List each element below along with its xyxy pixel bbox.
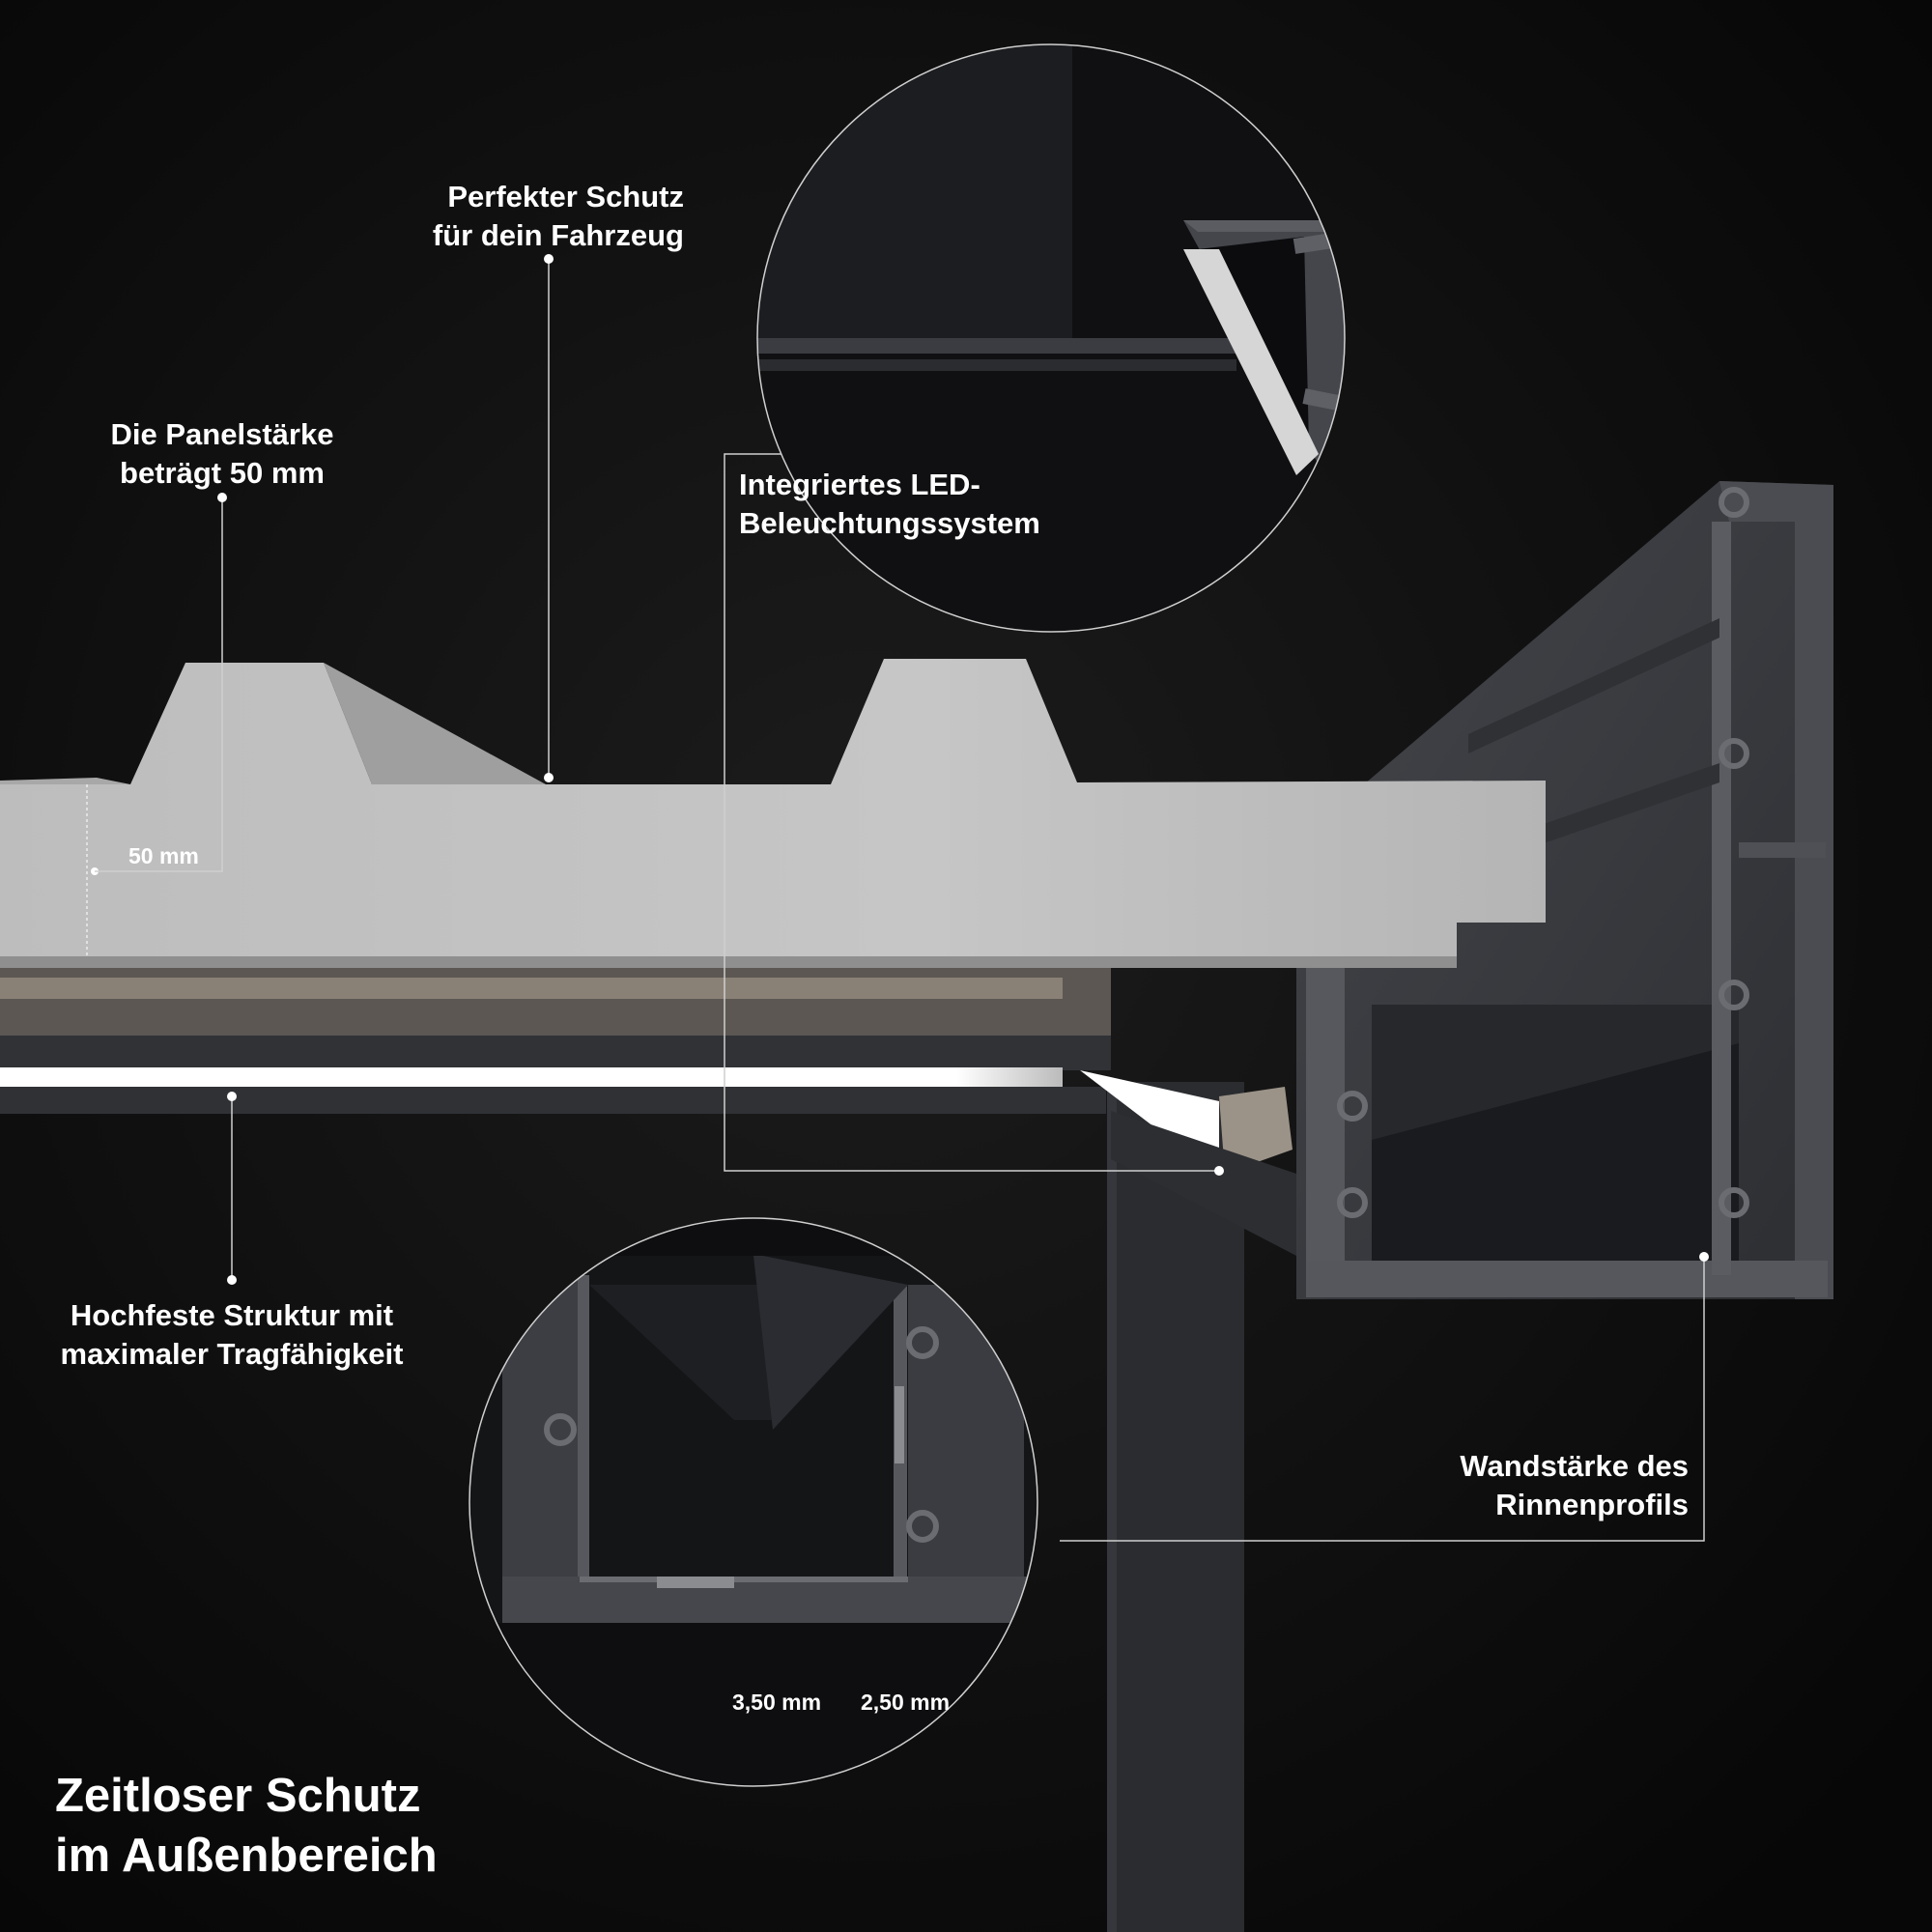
gutter-profile — [1296, 481, 1833, 1299]
led-underside — [0, 1087, 1106, 1114]
led-strip — [0, 1067, 1063, 1087]
label-protection: Perfekter Schutz für dein Fahrzeug — [432, 180, 684, 252]
page-title: Zeitloser Schutz im Außenbereich — [55, 1770, 438, 1882]
detail-magnifier-gutter — [469, 1217, 1038, 1787]
beam-bottom — [1111, 1111, 1296, 1256]
dim-350-label: 3,50 mm — [731, 1690, 822, 1715]
dim-250-label: 2,50 mm — [860, 1690, 951, 1715]
label-panel-thickness: Die Panelstärke beträgt 50 mm — [110, 417, 334, 490]
dim-50-label: 50 mm — [128, 843, 199, 868]
label-structure: Hochfeste Struktur mit maximaler Tragfäh… — [60, 1298, 404, 1371]
roof-panel — [0, 659, 1546, 1070]
label-wall-thickness: Wandstärke des Rinnenprofils — [1460, 1449, 1689, 1521]
post-edge — [1107, 1082, 1117, 1932]
support-post — [1107, 1082, 1244, 1932]
led-mount — [1219, 1087, 1293, 1174]
label-led-system: Integriertes LED- Beleuchtungssystem — [739, 468, 1040, 540]
